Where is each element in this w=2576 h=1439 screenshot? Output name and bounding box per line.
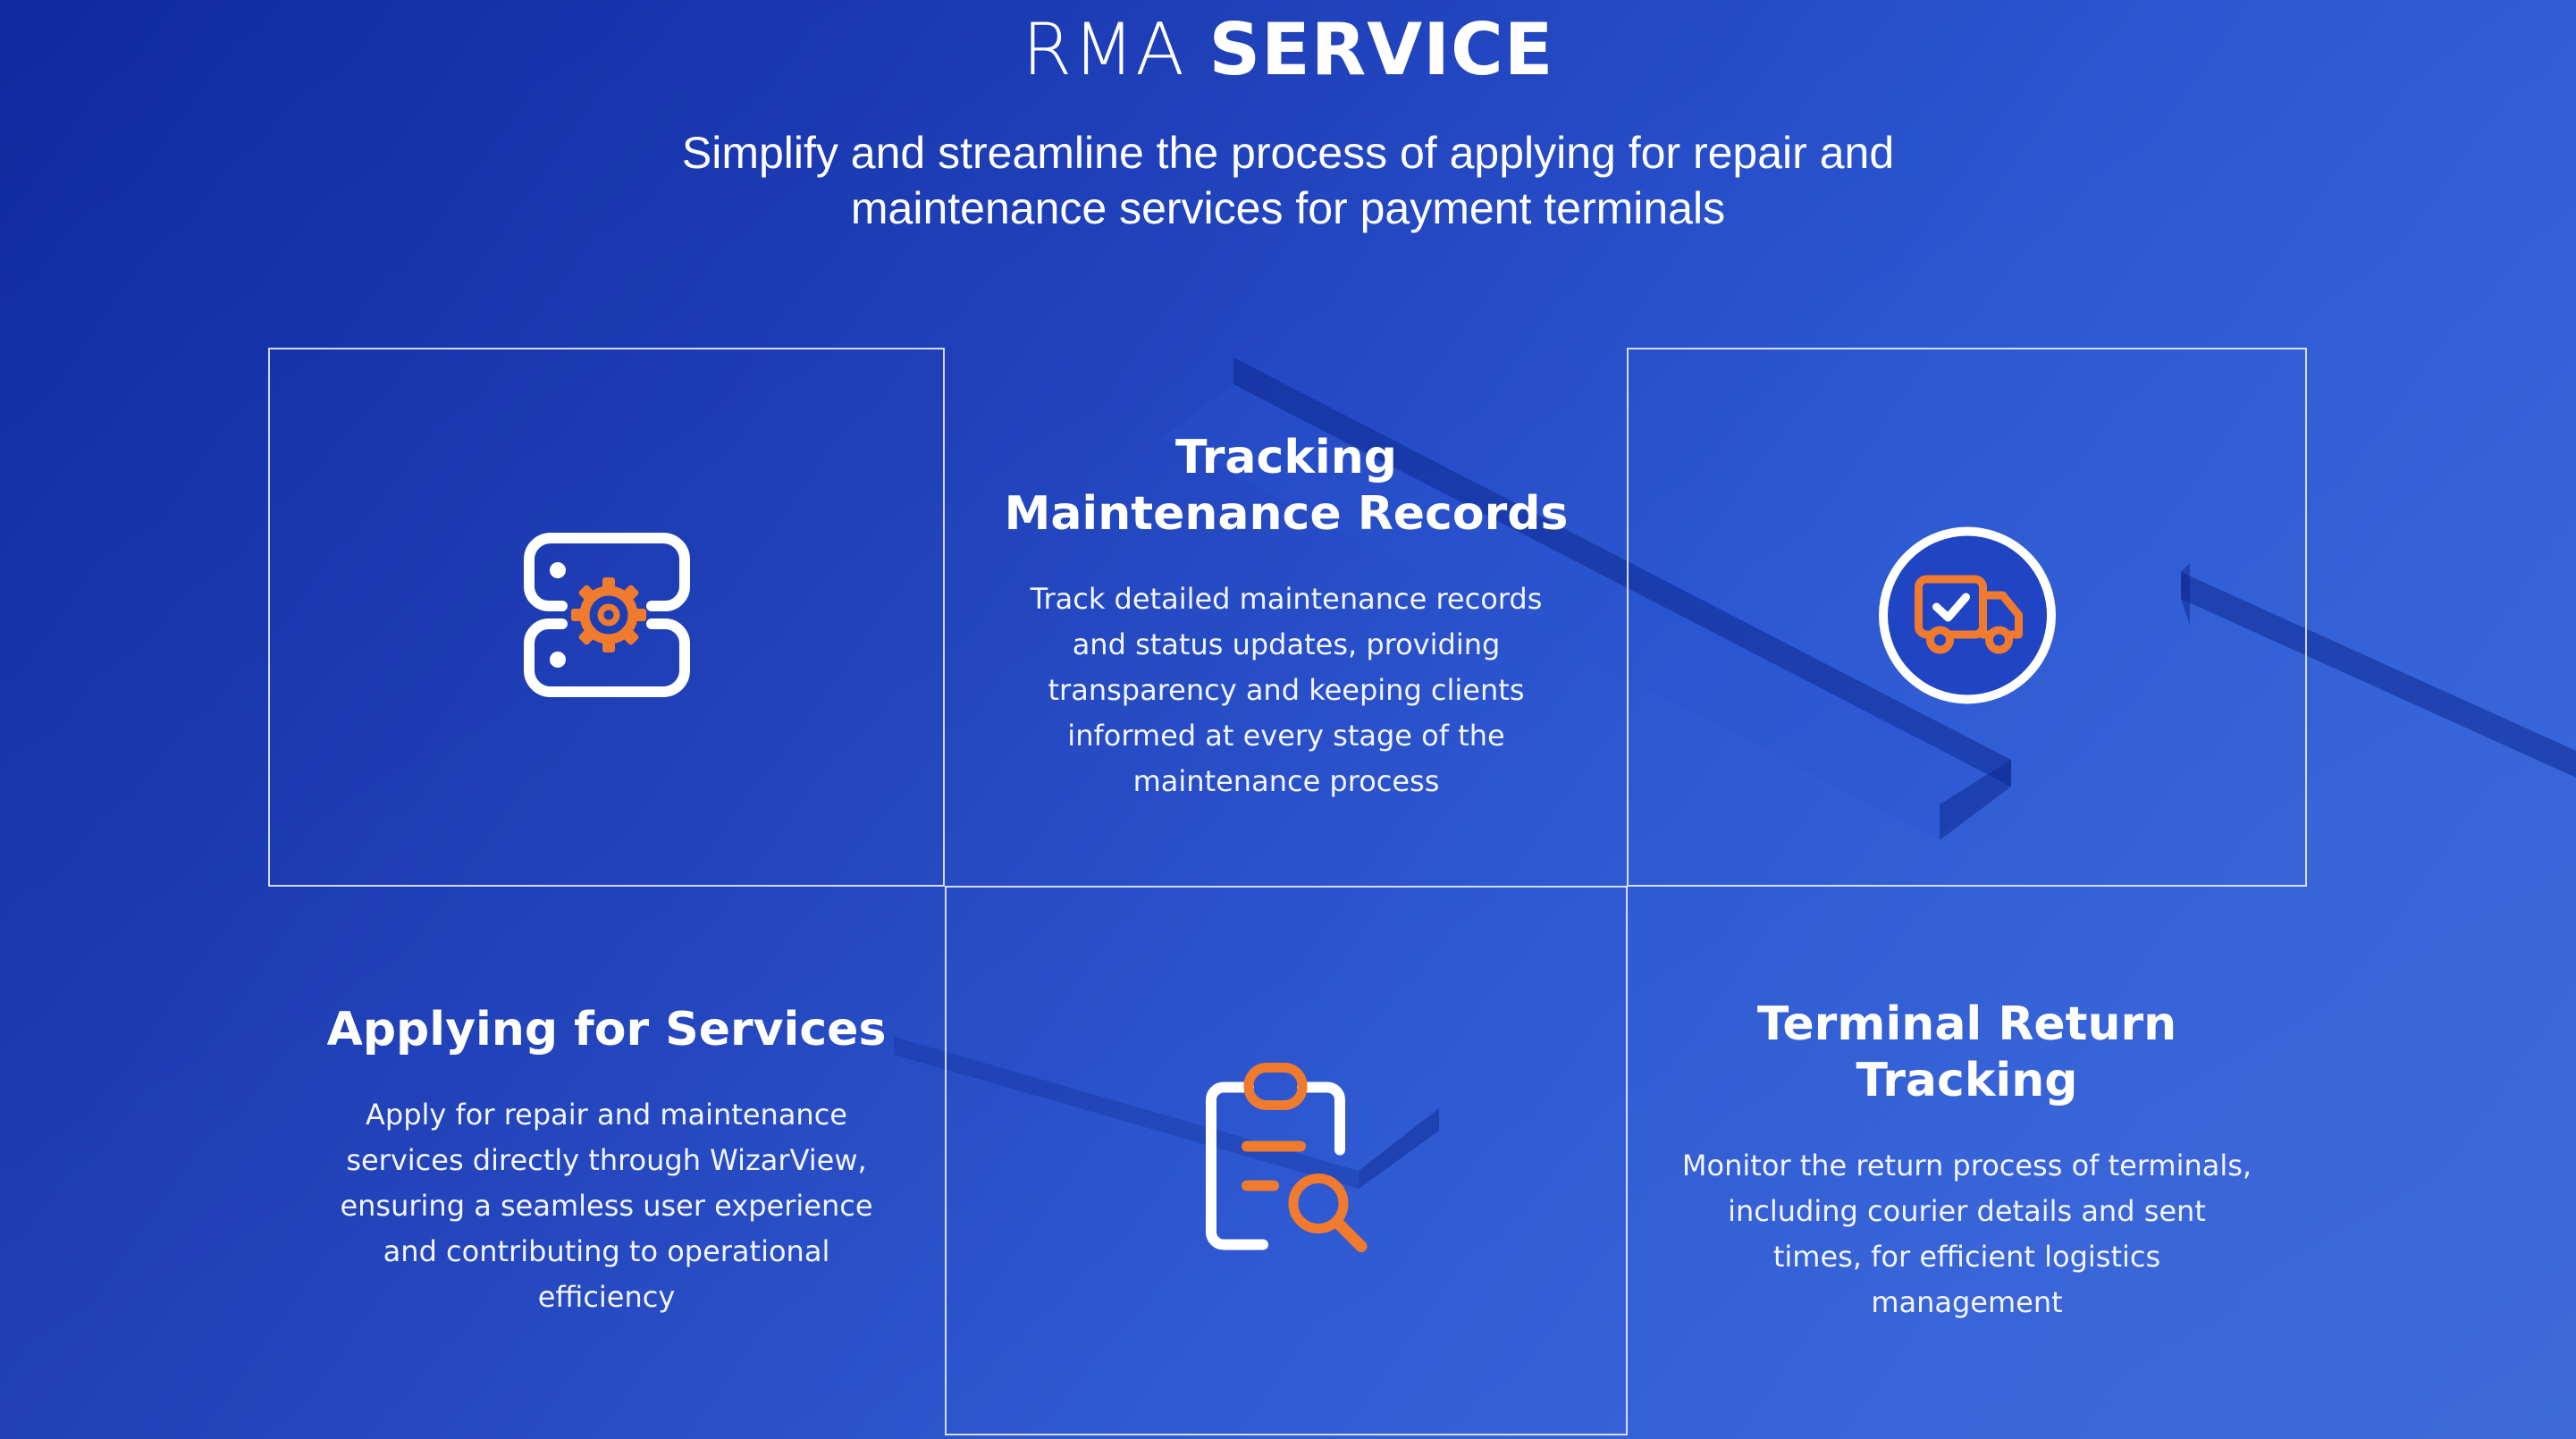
card-applying-services: Applying for Services Apply for repair a… [268,886,945,1435]
card-tracking-title: Tracking Maintenance Records [1004,431,1569,541]
card-return-description: Monitor the return process of terminals,… [1681,1148,2252,1319]
page-subtitle: Simplify and streamline the process of a… [681,128,1895,233]
clipboard-icon-cell [945,886,1628,1435]
card-tracking-description: Track detailed maintenance records and s… [1030,582,1543,798]
card-applying-title: Applying for Services [326,1002,887,1056]
clipboard-search-icon [1197,1060,1376,1261]
page-title: RMA SERVICE [0,7,2576,93]
card-terminal-return: Terminal Return Tracking Monitor the ret… [1627,886,2307,1435]
settings-gear-icon [522,532,692,703]
delivery-icon-cell [1627,348,2307,887]
settings-icon-cell [268,348,945,887]
page-title-bold: SERVICE [1208,8,1554,91]
card-return-title: Terminal Return Tracking [1756,997,2177,1107]
delivery-truck-icon [1875,524,2058,711]
card-applying-description: Apply for repair and maintenance service… [340,1097,873,1314]
page-title-light: RMA [1022,8,1185,91]
card-tracking-maintenance: Tracking Maintenance Records Track detai… [944,348,1629,887]
